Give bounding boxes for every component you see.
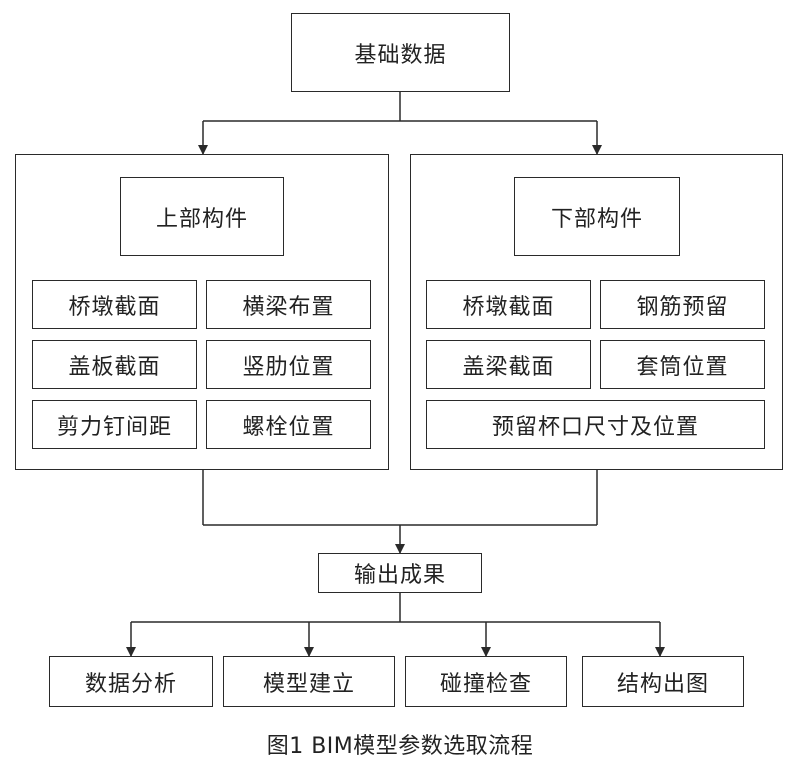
lower-item-cup-socket-size-position: 预留杯口尺寸及位置: [426, 400, 765, 449]
lower-item-capbeam-section: 盖梁截面: [426, 340, 591, 389]
figure-caption: 图1 BIM模型参数选取流程: [266, 734, 534, 759]
result-clash-detection: 碰撞检查: [405, 656, 567, 707]
lower-item-sleeve-position: 套筒位置: [600, 340, 765, 389]
lower-components-title: 下部构件: [514, 177, 680, 256]
result-data-analysis: 数据分析: [49, 656, 213, 707]
lower-item-pier-section: 桥墩截面: [426, 280, 591, 329]
result-structure-drawing: 结构出图: [582, 656, 744, 707]
lower-components-group: [410, 154, 783, 470]
upper-item-crossbeam-layout: 横梁布置: [206, 280, 371, 329]
root-node: 基础数据: [291, 13, 510, 92]
upper-item-bolt-position: 螺栓位置: [206, 400, 371, 449]
lower-item-rebar-reservation: 钢筋预留: [600, 280, 765, 329]
output-node: 输出成果: [318, 553, 482, 593]
upper-item-cover-plate-section: 盖板截面: [32, 340, 197, 389]
upper-components-title: 上部构件: [120, 177, 284, 256]
upper-item-shear-stud-spacing: 剪力钉间距: [32, 400, 197, 449]
upper-components-group: [15, 154, 389, 470]
upper-item-rib-position: 竖肋位置: [206, 340, 371, 389]
result-model-building: 模型建立: [223, 656, 395, 707]
upper-item-pier-section: 桥墩截面: [32, 280, 197, 329]
